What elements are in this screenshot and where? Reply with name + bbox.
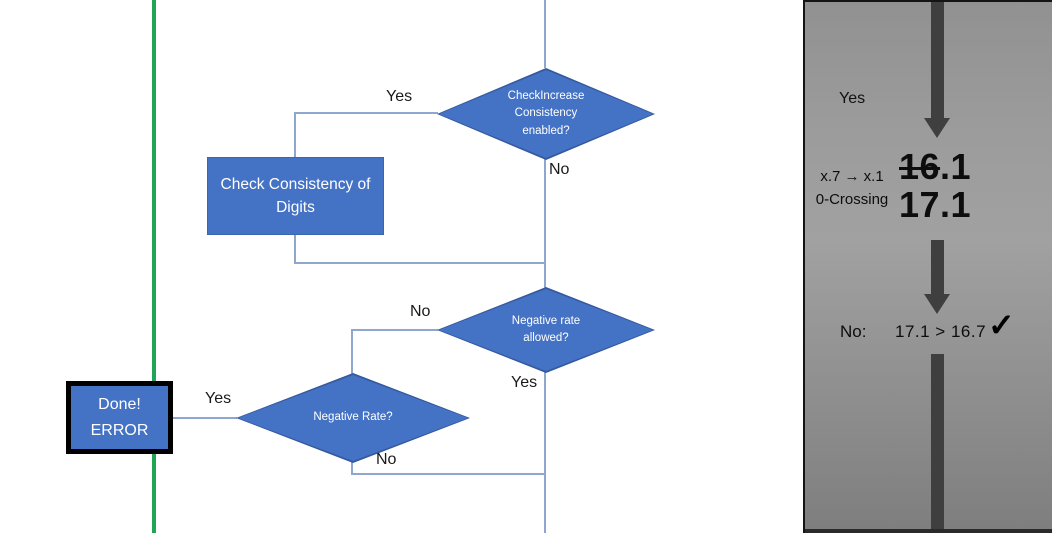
- edge-label-yes-check-increase: Yes: [386, 88, 413, 105]
- connector-process-down: [294, 235, 296, 264]
- connector-top-entry: [544, 0, 546, 68]
- decision-check-increase-consistency: CheckIncrease Consistency enabled?: [437, 68, 655, 160]
- panel-result-label: No:: [840, 322, 867, 341]
- down-arrow-3-bar: [931, 354, 944, 531]
- side-panel: Yes x.7 → x.1 0-Crossing 16.1 17.1 No: 1…: [803, 0, 1052, 533]
- edge-label-yes-negative-rate: Yes: [205, 390, 232, 407]
- edge-label-no-negative-rate-allowed: No: [410, 303, 431, 320]
- panel-old-value: 16.1: [899, 148, 971, 186]
- panel-values: 16.1 17.1: [899, 148, 971, 224]
- decision-negative-rate-allowed: Negative rate allowed?: [437, 287, 655, 373]
- decision-negative-rate: Negative Rate?: [236, 373, 470, 463]
- panel-result-row: No: 17.1 > 16.7 ✓: [805, 307, 1052, 352]
- decision-negative-rate-allowed-label: Negative rate allowed?: [511, 314, 581, 344]
- green-guide-line: [152, 0, 156, 533]
- panel-old-value-struck: 16: [899, 146, 941, 187]
- connector-yes-to-process: [295, 112, 438, 114]
- connector-no-to-left: [352, 329, 438, 331]
- decision-negative-rate-allowed-fill: Negative rate allowed?: [439, 289, 653, 371]
- connector-yes-down-to-process: [294, 112, 296, 158]
- connector-process-rejoin: [294, 262, 546, 264]
- connector-yes-to-done: [173, 417, 237, 419]
- panel-annotation-line1: x.7 → x.1: [820, 168, 884, 185]
- edge-label-no-check-increase: No: [549, 161, 570, 178]
- panel-annotation: x.7 → x.1 0-Crossing: [806, 165, 898, 211]
- panel-old-value-rest: .1: [940, 146, 972, 187]
- down-arrow-1-bar: [931, 2, 944, 119]
- terminal-done-error-line2: ERROR: [90, 421, 149, 439]
- connector-no-down: [544, 159, 546, 288]
- panel-annotation-line2: 0-Crossing: [815, 191, 889, 208]
- down-arrow-2-bar: [931, 240, 944, 295]
- process-check-consistency-of-digits: Check Consistency of Digits: [207, 157, 384, 235]
- process-check-consistency-of-digits-label: Check Consistency of Digits: [220, 176, 371, 216]
- panel-bottom-edge: [805, 529, 1052, 533]
- terminal-done-error-line1: Done!: [98, 395, 141, 413]
- panel-yes-label: Yes: [839, 90, 866, 107]
- edge-label-no-negative-rate: No: [376, 451, 397, 468]
- connector-negrate-no-down: [351, 461, 353, 475]
- decision-negative-rate-fill: Negative Rate?: [238, 375, 468, 461]
- connector-negrate-no-rejoin: [351, 473, 546, 475]
- panel-new-value: 17.1: [899, 184, 972, 225]
- checkmark-icon: ✓: [988, 307, 1015, 343]
- connector-yes-down-bottom: [544, 372, 546, 533]
- terminal-done-error: Done! ERROR: [66, 381, 173, 454]
- down-arrow-2-head-icon: [924, 294, 950, 314]
- down-arrow-1-head-icon: [924, 118, 950, 138]
- edge-label-yes-negative-rate-allowed: Yes: [511, 374, 538, 391]
- panel-result-comparison: 17.1 > 16.7: [895, 322, 987, 341]
- decision-check-increase-consistency-label: CheckIncrease Consistency enabled?: [507, 90, 585, 137]
- decision-negative-rate-label: Negative Rate?: [313, 411, 393, 424]
- connector-no-down-to-diamond: [351, 329, 353, 374]
- decision-check-increase-consistency-fill: CheckIncrease Consistency enabled?: [439, 70, 653, 158]
